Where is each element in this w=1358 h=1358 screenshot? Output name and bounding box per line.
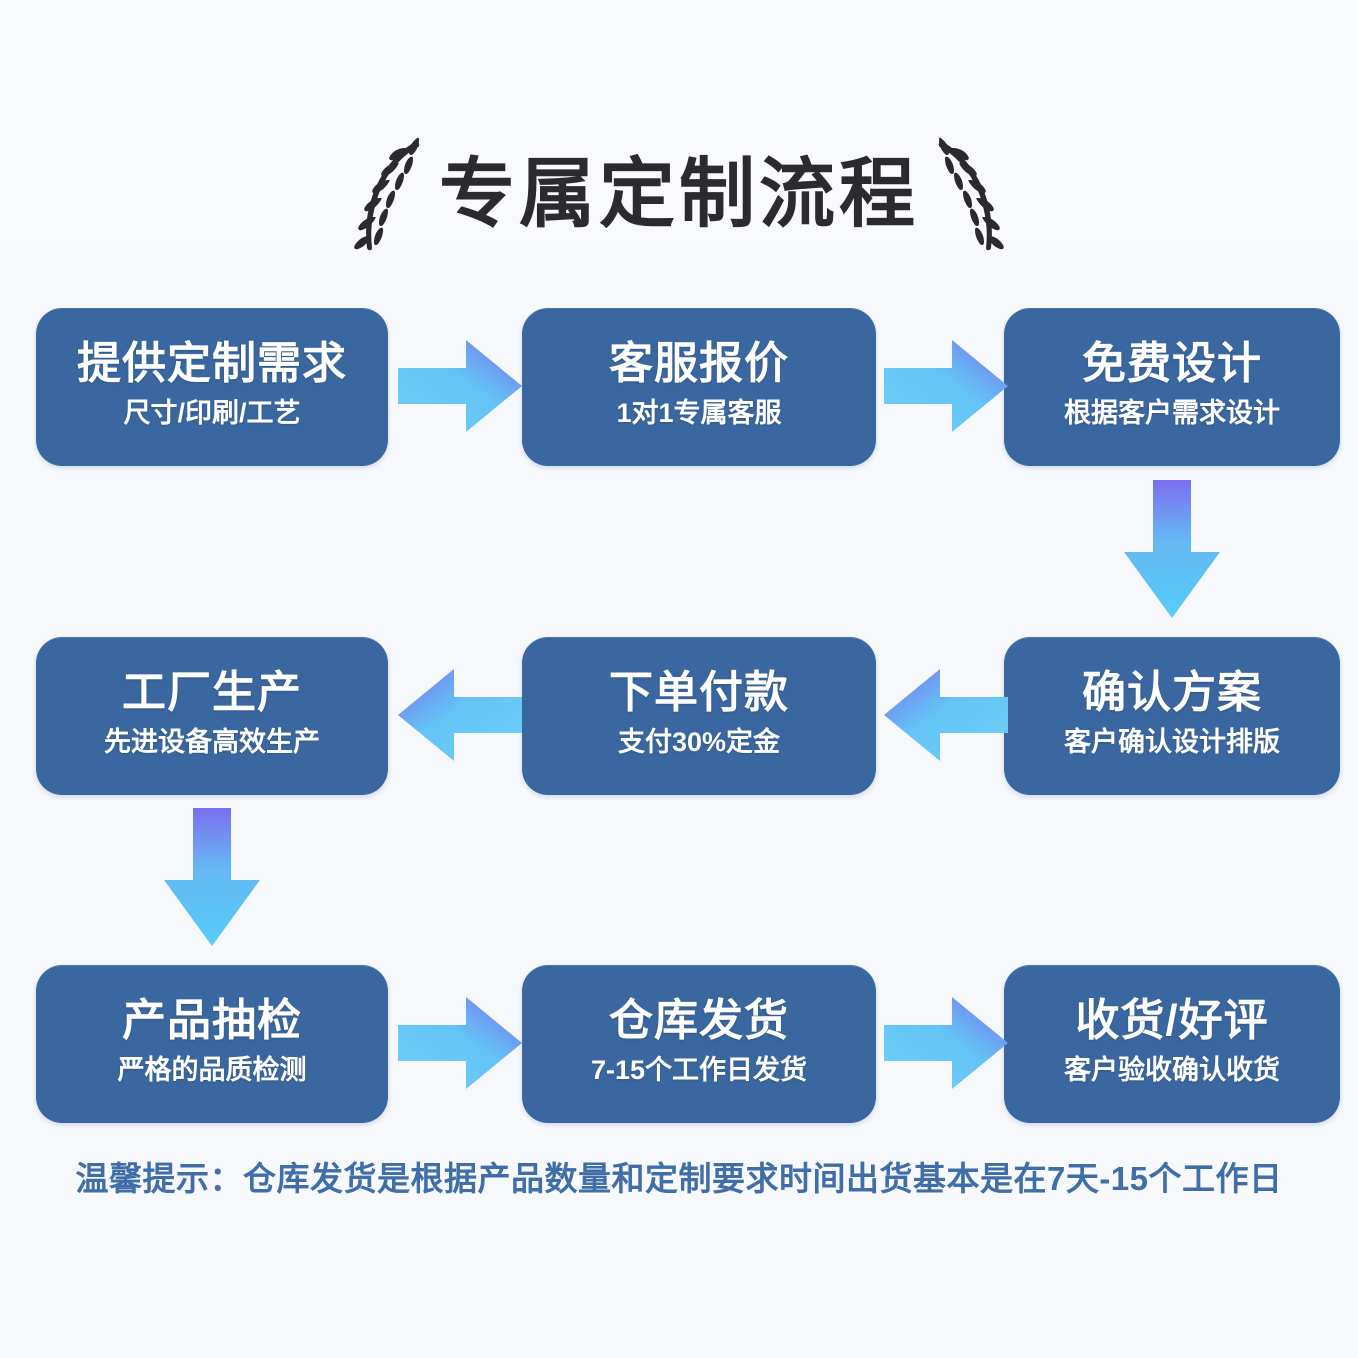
arrow-right-icon <box>398 340 522 432</box>
flow-step-title: 提供定制需求 <box>77 338 347 388</box>
flow-step-title: 仓库发货 <box>609 995 789 1045</box>
flow-step-6[interactable]: 工厂生产 先进设备高效生产 <box>36 637 388 795</box>
arrow-right-icon <box>884 340 1008 432</box>
laurel-branch-right-icon <box>938 137 1004 251</box>
flow-step-title: 免费设计 <box>1082 338 1262 388</box>
flow-step-title: 工厂生产 <box>122 667 302 717</box>
flow-step-subtitle: 客户验收确认收货 <box>1064 1055 1280 1086</box>
flow-step-subtitle: 支付30%定金 <box>617 727 781 758</box>
flow-step-subtitle: 7-15个工作日发货 <box>590 1055 808 1086</box>
flow-step-1[interactable]: 提供定制需求 尺寸/印刷/工艺 <box>36 308 388 466</box>
flow-step-subtitle: 严格的品质检测 <box>117 1055 307 1086</box>
flow-step-title: 下单付款 <box>609 667 789 717</box>
flow-step-title: 收货/好评 <box>1075 995 1269 1045</box>
flow-step-title: 客服报价 <box>609 338 789 388</box>
flow-step-7[interactable]: 产品抽检 严格的品质检测 <box>36 965 388 1123</box>
flow-step-title: 产品抽检 <box>122 995 302 1045</box>
page-title-block: 专属定制流程 <box>0 132 1358 258</box>
flow-step-8[interactable]: 仓库发货 7-15个工作日发货 <box>522 965 876 1123</box>
arrow-down-icon <box>1124 480 1220 618</box>
flow-step-title: 确认方案 <box>1082 667 1262 717</box>
flow-step-4[interactable]: 确认方案 客户确认设计排版 <box>1004 637 1340 795</box>
flow-step-subtitle: 根据客户需求设计 <box>1064 398 1280 429</box>
page-title: 专属定制流程 <box>439 152 919 237</box>
flow-step-subtitle: 客户确认设计排版 <box>1064 727 1280 758</box>
footer-tip-note: 温馨提示：仓库发货是根据产品数量和定制要求时间出货基本是在7天-15个工作日 <box>75 1160 1283 1197</box>
flow-step-subtitle: 先进设备高效生产 <box>104 727 320 758</box>
arrow-left-icon <box>398 669 522 761</box>
flow-step-9[interactable]: 收货/好评 客户验收确认收货 <box>1004 965 1340 1123</box>
flow-row-2: 工厂生产 先进设备高效生产 下单付款 支付30%定金 确认方案 客户确认设计排版 <box>0 637 1358 795</box>
flow-row-3: 产品抽检 严格的品质检测 仓库发货 7-15个工作日发货 收货/好评 客户验收确… <box>0 965 1358 1123</box>
arrow-right-icon <box>884 997 1008 1089</box>
arrow-left-icon <box>884 669 1008 761</box>
flow-step-2[interactable]: 客服报价 1对1专属客服 <box>522 308 876 466</box>
arrow-down-icon <box>164 808 260 946</box>
laurel-branch-left-icon <box>354 137 420 251</box>
flow-step-subtitle: 尺寸/印刷/工艺 <box>123 398 301 429</box>
flow-step-3[interactable]: 免费设计 根据客户需求设计 <box>1004 308 1340 466</box>
flow-row-1: 提供定制需求 尺寸/印刷/工艺 客服报价 1对1专属客服 免费设计 根据客户需求… <box>0 308 1358 466</box>
flow-step-subtitle: 1对1专属客服 <box>616 398 782 429</box>
arrow-right-icon <box>398 997 522 1089</box>
flow-step-5[interactable]: 下单付款 支付30%定金 <box>522 637 876 795</box>
